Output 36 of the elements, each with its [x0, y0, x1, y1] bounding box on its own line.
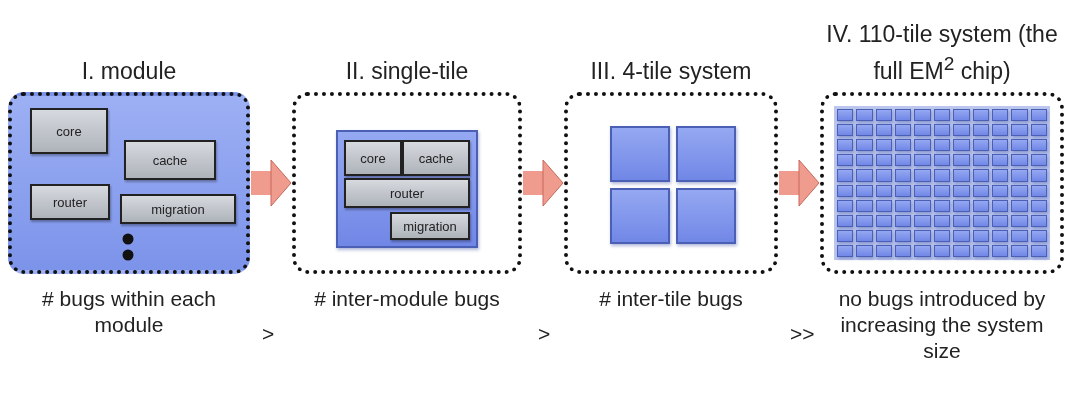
component-label: cache — [418, 150, 454, 166]
stage-heading: IV. 110-tile system (the full EM$^{2}$ chip) — [825, 20, 1059, 86]
component-box — [30, 108, 108, 154]
component-box — [344, 178, 470, 208]
tile — [676, 126, 736, 182]
block-arrow — [779, 159, 820, 207]
comparison-sign: >> — [790, 322, 815, 346]
stage-heading: I. module — [80, 57, 178, 86]
stage-note: # inter-tile bugs — [598, 286, 744, 312]
component-box — [390, 212, 470, 240]
component-box — [124, 140, 216, 180]
stage-heading: III. 4-tile system — [589, 57, 753, 86]
stage-note: no bugs introduced by increasing the system size — [838, 286, 1046, 364]
component-box — [402, 140, 470, 176]
component-box — [344, 140, 402, 176]
tile — [676, 188, 736, 244]
tile-grid-drawing — [834, 106, 1050, 260]
block-arrow — [523, 159, 564, 207]
tile-box — [336, 130, 478, 248]
component-label: core — [56, 123, 82, 139]
stage-note: # bugs within each module — [41, 286, 217, 338]
component-label: router — [390, 185, 424, 201]
component-box — [30, 184, 110, 220]
component-label: router — [53, 194, 87, 210]
component-label: core — [360, 150, 386, 166]
block-arrow — [251, 159, 292, 207]
comparison-sign: > — [262, 322, 275, 346]
tile — [610, 188, 670, 244]
component-label: cache — [152, 152, 188, 168]
stage-note: # inter-module bugs — [313, 286, 501, 312]
component-label: migration — [403, 218, 457, 234]
tile — [610, 126, 670, 182]
comparison-sign: > — [538, 322, 551, 346]
stage-heading: II. single-tile — [344, 57, 470, 86]
component-box — [120, 194, 236, 224]
component-label: migration — [151, 201, 205, 217]
